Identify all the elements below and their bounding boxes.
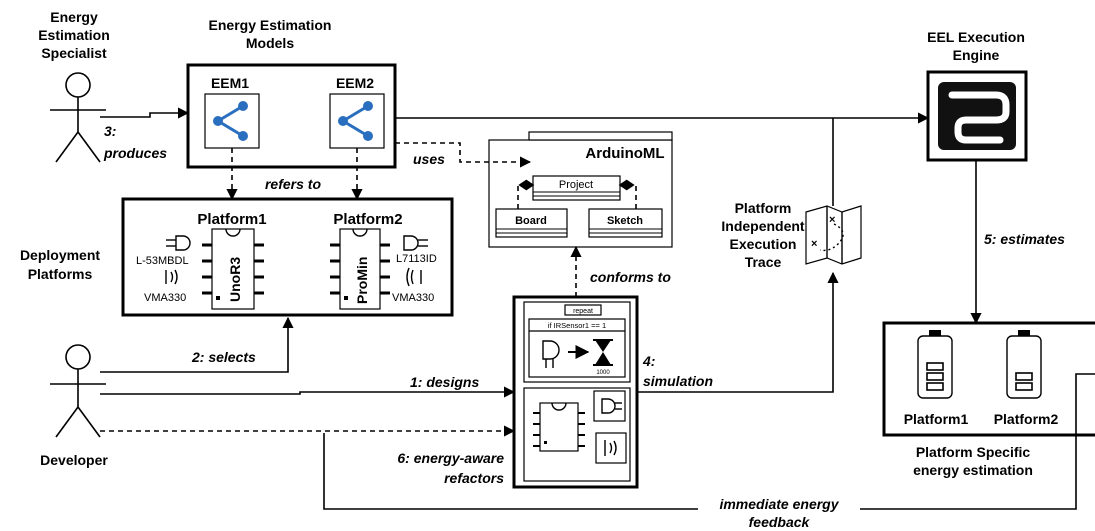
sketch-sensor-box-icon [595,432,627,464]
eel-title-line2: Engine [953,47,1000,63]
battery2-icon [1006,330,1042,399]
estimation-platform2-label: Platform2 [994,411,1059,427]
simulation-label-line2: simulation [643,373,713,389]
right-bottom-component-label: VMA330 [392,292,434,304]
simulation-edge [637,271,839,393]
promin-chip-label: ProMin [354,257,370,304]
platforms-title-line1: Deployment [20,247,100,263]
left-top-component-label: L-53MBDL [136,255,189,267]
uses-label: uses [413,151,445,167]
specialist-actor-icon [50,72,106,163]
conforms-to-label: conforms to [590,269,671,285]
svg-text:×: × [829,214,835,226]
unor3-chip-label: UnoR3 [227,257,243,302]
promin-chip-icon [330,228,390,310]
feedback-label-line2: feedback [749,514,811,530]
arduinoml-package-tab [528,131,673,141]
sketch-chip-icon [533,402,585,452]
sketch-led-icon [542,340,560,368]
sketch-class: Sketch [588,208,663,238]
sensor-left-icon [165,269,178,285]
left-bottom-component-label: VMA330 [144,292,186,304]
board-class-label: Board [515,215,547,227]
arduinoml-title: ArduinoML [585,145,664,162]
project-class: Project [532,175,621,201]
produces-label-line2: produces [103,145,167,161]
platform2-label: Platform2 [333,211,402,228]
delay-label: 1000 [596,370,610,376]
estimation-title-line2: energy estimation [913,462,1033,478]
designs-label: 1: designs [410,374,479,390]
svg-text:×: × [811,238,817,250]
trace-map-icon: × × [805,205,862,265]
platforms-box [121,197,454,317]
sketch-led-box-icon [593,390,626,422]
hourglass-icon [593,339,613,366]
eel-logo-icon [938,82,1016,150]
trace-title-line3: Execution [730,236,797,252]
trace-title-line4: Trace [745,254,782,270]
repeat-label: repeat [573,308,593,315]
estimation-title-line1: Platform Specific [916,444,1031,460]
feedback-label-line1: immediate energy [719,496,839,512]
feedback-edge [323,373,1095,510]
trace-title-line1: Platform [735,200,792,216]
specialist-label-line2: Estimation [38,27,110,43]
designs-edge [100,386,516,398]
led-left-icon [166,235,191,251]
selects-label: 2: selects [191,349,256,365]
specialist-label-line3: Specialist [41,45,107,61]
repeat-block [564,304,602,316]
platforms-title-line2: Platforms [28,266,93,282]
refactors-label-line1: 6: energy-aware [397,450,504,466]
sketch-class-label: Sketch [607,215,643,227]
platform1-label: Platform1 [197,211,266,228]
uses-edge [395,142,532,168]
trace-title-line2: Independent [721,218,805,234]
battery1-icon [917,330,953,399]
project-class-label: Project [559,179,593,191]
produces-edge [100,107,190,119]
developer-label: Developer [40,452,108,468]
estimation-box [882,321,1095,437]
condition-label: if IRSensor1 == 1 [548,321,606,330]
right-top-component-label: L7113ID [396,253,437,265]
sensor-right-icon [406,267,422,287]
simulation-label-line1: 4: [642,353,655,369]
led-right-icon [403,235,428,251]
estimation-platform1-label: Platform1 [904,411,969,427]
eem2-label: EEM2 [336,75,374,91]
eem1-label: EEM1 [211,75,249,91]
refactors-label-line2: refactors [444,470,504,486]
estimates-label: 5: estimates [984,231,1065,247]
eel-title-line1: EEL Execution [927,29,1025,45]
board-class: Board [495,208,568,238]
unor3-chip-icon [202,228,264,310]
eem-title-line2: Models [246,35,294,51]
developer-actor-icon [50,344,106,438]
refers-to-label: refers to [265,176,321,192]
produces-label-line1: 3: [104,123,116,139]
selects-edge [100,316,294,373]
eem1-share-icon [204,93,260,149]
eem2-share-icon [329,93,385,149]
feedback-label-bg [698,498,860,512]
eem-title-line1: Energy Estimation [209,17,332,33]
specialist-label-line1: Energy [50,9,98,25]
